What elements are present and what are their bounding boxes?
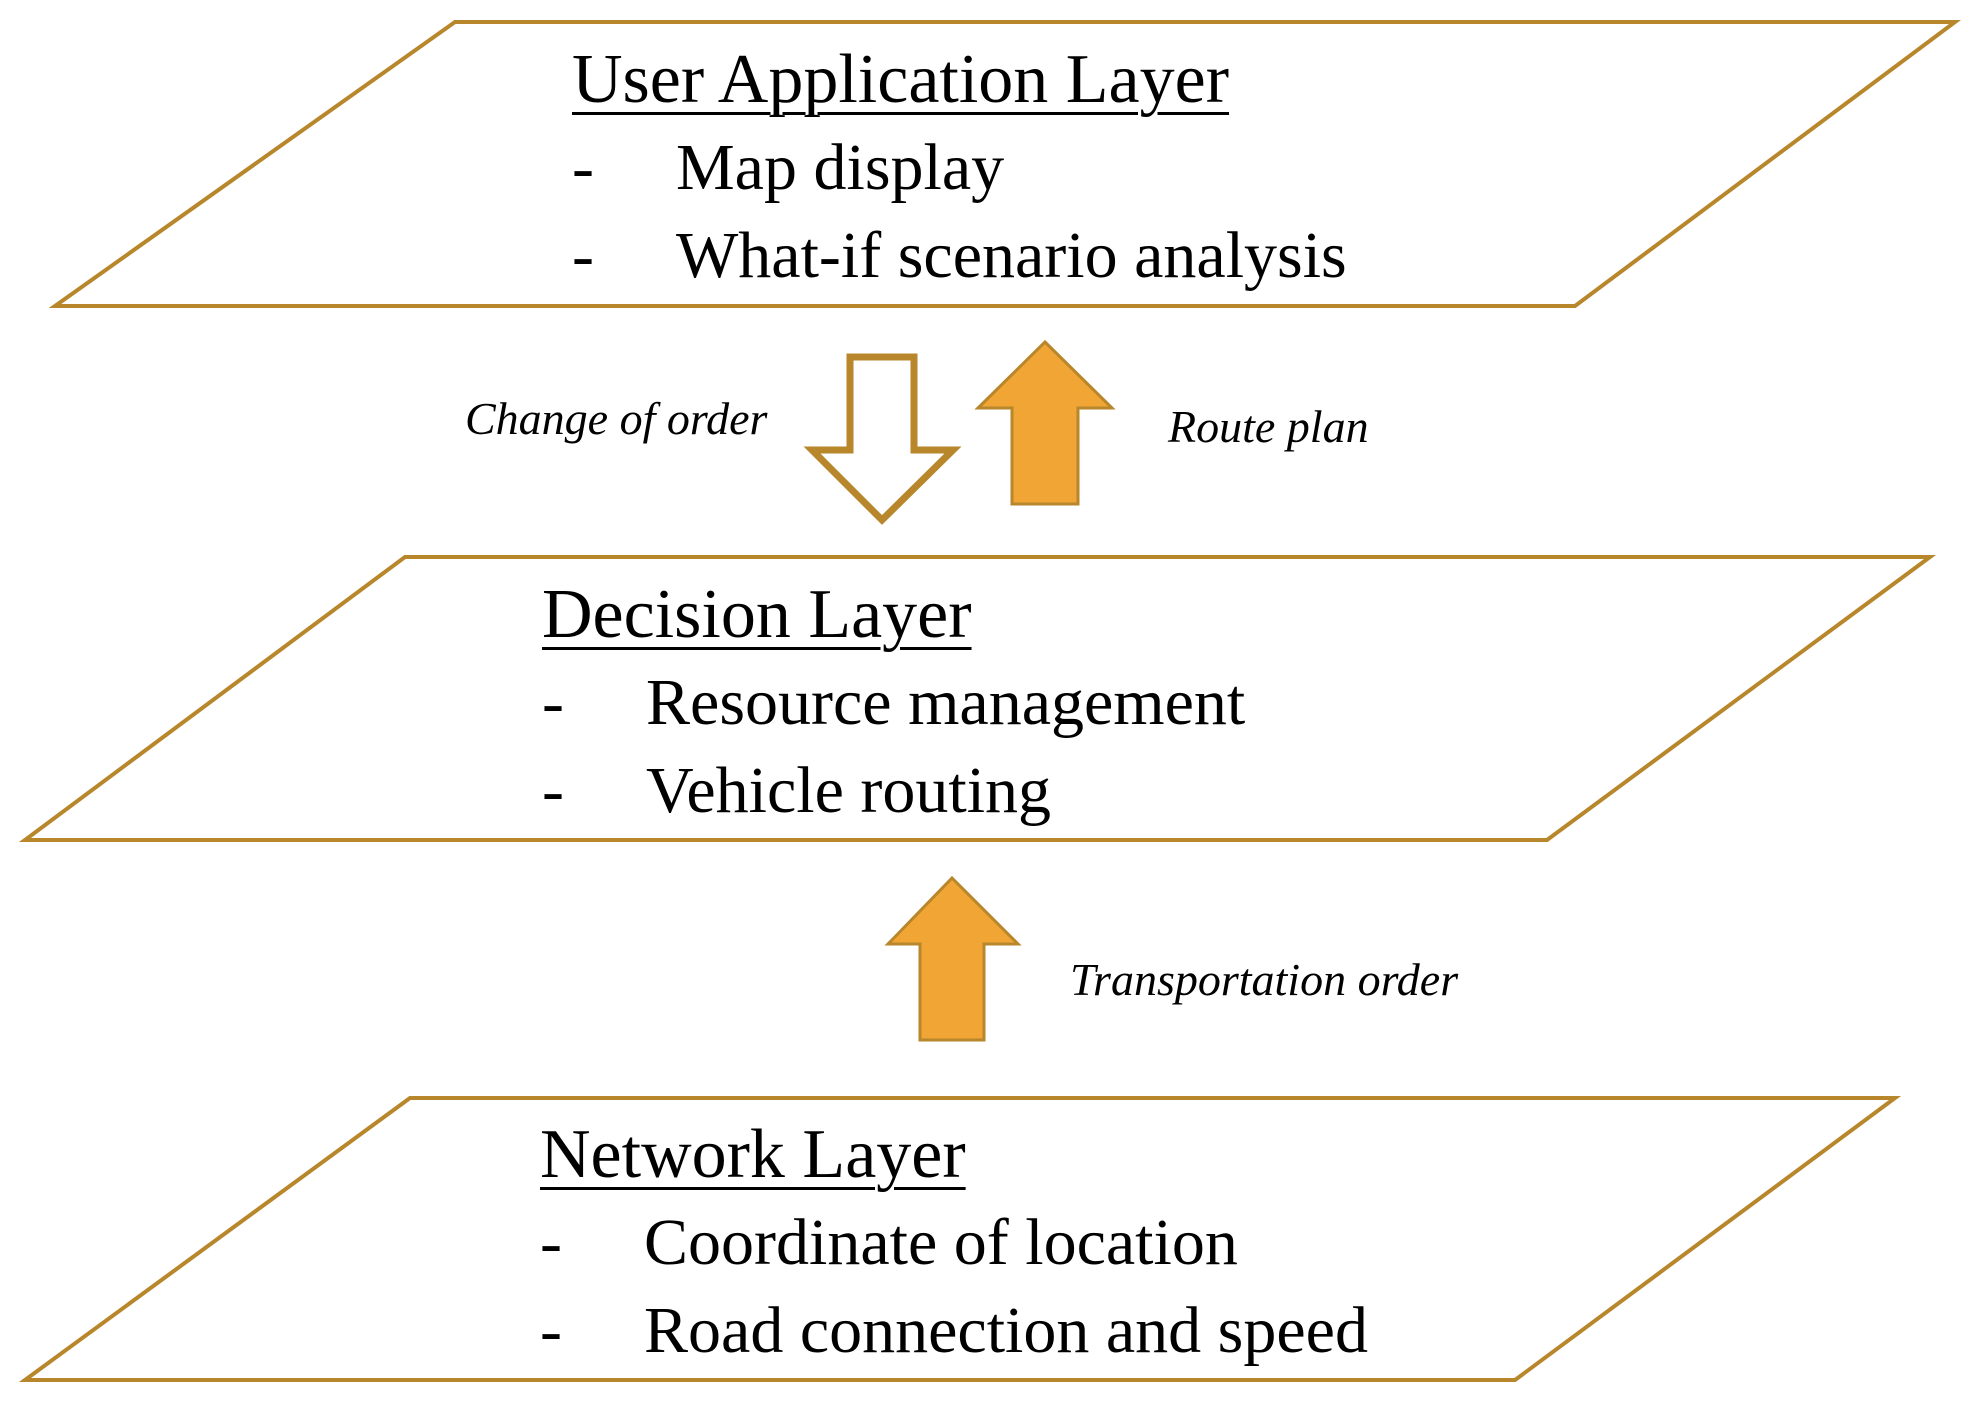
bullet-dash: -	[540, 1294, 562, 1367]
route-plan-label: Route plan	[1168, 401, 1369, 452]
decision-layer-plane	[18, 555, 1937, 842]
bullet-dash: -	[542, 666, 564, 739]
bullet-item: - What-if scenario analysis	[572, 212, 1347, 300]
bullet-dash: -	[572, 131, 594, 204]
bullet-dash: -	[540, 1206, 562, 1279]
transportation-order-arrow	[884, 875, 1022, 1042]
change-of-order-label: Change of order	[465, 393, 768, 444]
bullet-text: What-if scenario analysis	[676, 219, 1347, 292]
bullet-item: - Map display	[572, 124, 1347, 212]
change-of-order-arrow	[803, 353, 962, 525]
layer-title: Network Layer	[540, 1116, 966, 1193]
bullet-dash: -	[572, 219, 594, 292]
bullet-item: - Coordinate of location	[540, 1199, 1368, 1287]
network-layer-plane	[18, 1096, 1902, 1382]
bullet-text: Resource management	[646, 666, 1246, 739]
bullet-text: Vehicle routing	[646, 754, 1052, 827]
bullet-text: Road connection and speed	[644, 1294, 1368, 1367]
decision-layer: Decision Layer - Resource management - Veh…	[542, 571, 1245, 835]
layer-title: Decision Layer	[542, 576, 972, 653]
user-application-layer-plane	[48, 20, 1962, 308]
user-application-layer: User Application Layer - Map display - Wha…	[572, 36, 1347, 300]
transportation-order-label: Transportation order	[1070, 954, 1459, 1005]
bullet-item: - Resource management	[542, 659, 1245, 747]
bullet-item: - Vehicle routing	[542, 747, 1245, 835]
bullet-dash: -	[542, 754, 564, 827]
bullet-item: - Road connection and speed	[540, 1287, 1368, 1375]
bullet-text: Map display	[676, 131, 1005, 204]
route-plan-arrow	[974, 339, 1116, 506]
layer-title: User Application Layer	[572, 41, 1230, 118]
bullet-text: Coordinate of location	[644, 1206, 1238, 1279]
network-layer: Network Layer - Coordinate of location - R…	[540, 1111, 1368, 1375]
